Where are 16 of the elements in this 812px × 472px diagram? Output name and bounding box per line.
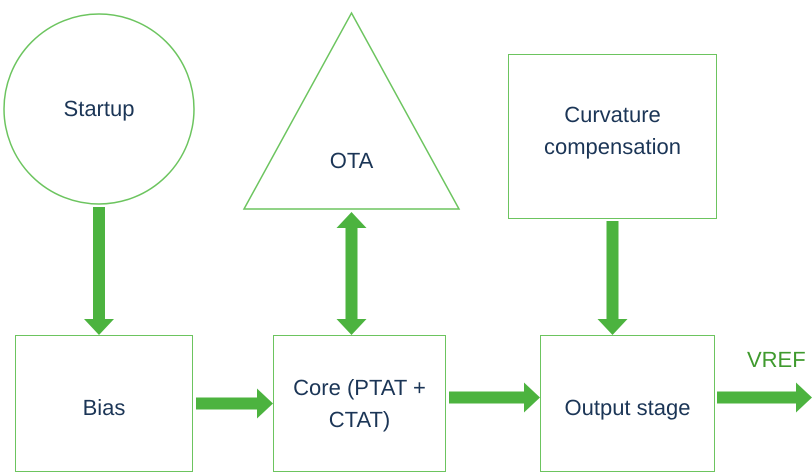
block-arrow (717, 382, 812, 412)
block-arrow (336, 212, 366, 335)
block-label: Bias (82, 394, 126, 422)
block-box (508, 54, 717, 219)
block-arrow (598, 221, 628, 335)
block-arrow (449, 382, 540, 412)
block-label: OTA (328, 147, 374, 176)
block-box (540, 335, 715, 472)
block-box (273, 335, 446, 472)
block-label: Core (PTAT + CTAT) (292, 374, 427, 434)
block-label: Output stage (564, 394, 692, 422)
block-arrow (84, 207, 114, 335)
block-arrow (196, 388, 273, 418)
block-label: Curvature compensation (543, 100, 682, 161)
block-box (15, 335, 193, 472)
block-label: Startup (62, 95, 136, 124)
